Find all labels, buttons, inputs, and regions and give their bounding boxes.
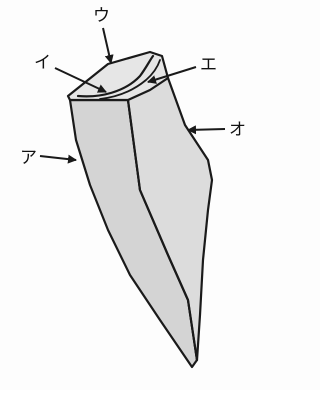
label-e: エ [200, 55, 217, 75]
arrow-o [188, 129, 225, 130]
arrow-a [40, 156, 76, 160]
label-u: ウ [93, 6, 110, 26]
shell-body [68, 52, 212, 367]
label-i: イ [34, 53, 51, 73]
label-a: ア [20, 148, 37, 168]
label-o: オ [229, 120, 246, 140]
arrow-u [103, 28, 111, 63]
